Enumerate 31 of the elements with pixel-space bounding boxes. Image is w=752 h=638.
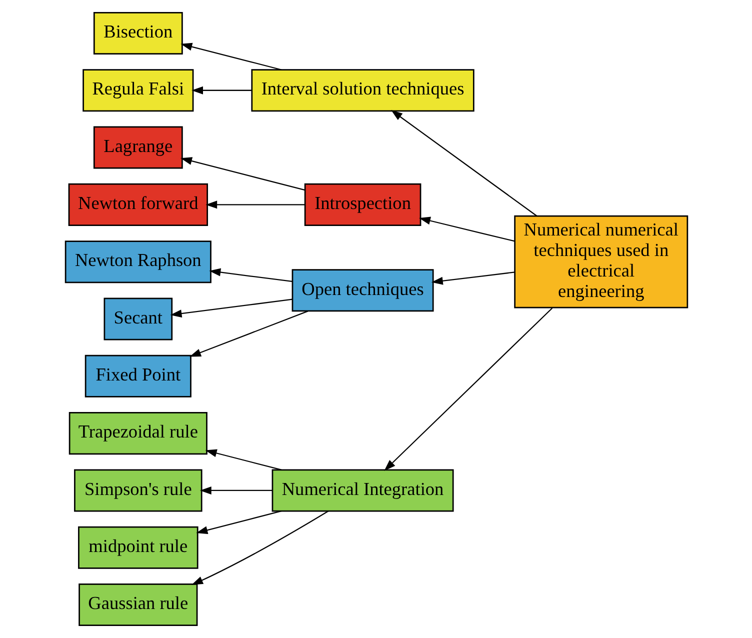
- arrow: [205, 200, 304, 209]
- arrow: [170, 298, 292, 318]
- node-box: Interval solution techniques: [250, 69, 474, 112]
- arrow: [384, 308, 552, 471]
- node-box: Secant: [103, 298, 172, 340]
- node-box: Numerical numerical techniques used in electrical engineering: [514, 215, 688, 308]
- arrow: [430, 272, 514, 285]
- node-box: midpoint rule: [78, 526, 198, 569]
- node-box: Gaussian rule: [78, 584, 198, 626]
- arrow: [188, 310, 308, 357]
- node-box: Newton forward: [68, 183, 208, 226]
- node-box: Numerical Integration: [271, 469, 454, 512]
- arrow: [418, 216, 514, 242]
- arrow: [208, 268, 292, 282]
- arrow: [196, 510, 282, 534]
- arrow: [180, 157, 305, 191]
- node-box: Open techniques: [291, 269, 434, 312]
- arrow: [191, 86, 252, 94]
- node-box: Newton Raphson: [64, 240, 211, 284]
- arrow: [180, 42, 282, 70]
- node-box: Lagrange: [92, 126, 182, 169]
- node-box: Trapezoidal rule: [68, 412, 207, 455]
- arrow: [204, 449, 282, 470]
- node-box: Simpson's rule: [74, 469, 202, 512]
- arrow: [390, 110, 537, 217]
- arrow: [191, 510, 328, 585]
- arrow: [199, 486, 272, 494]
- node-box: Introspection: [304, 183, 421, 226]
- node-box: Fixed Point: [84, 354, 191, 398]
- node-box: Regula Falsi: [82, 69, 194, 112]
- node-box: Bisection: [92, 12, 182, 54]
